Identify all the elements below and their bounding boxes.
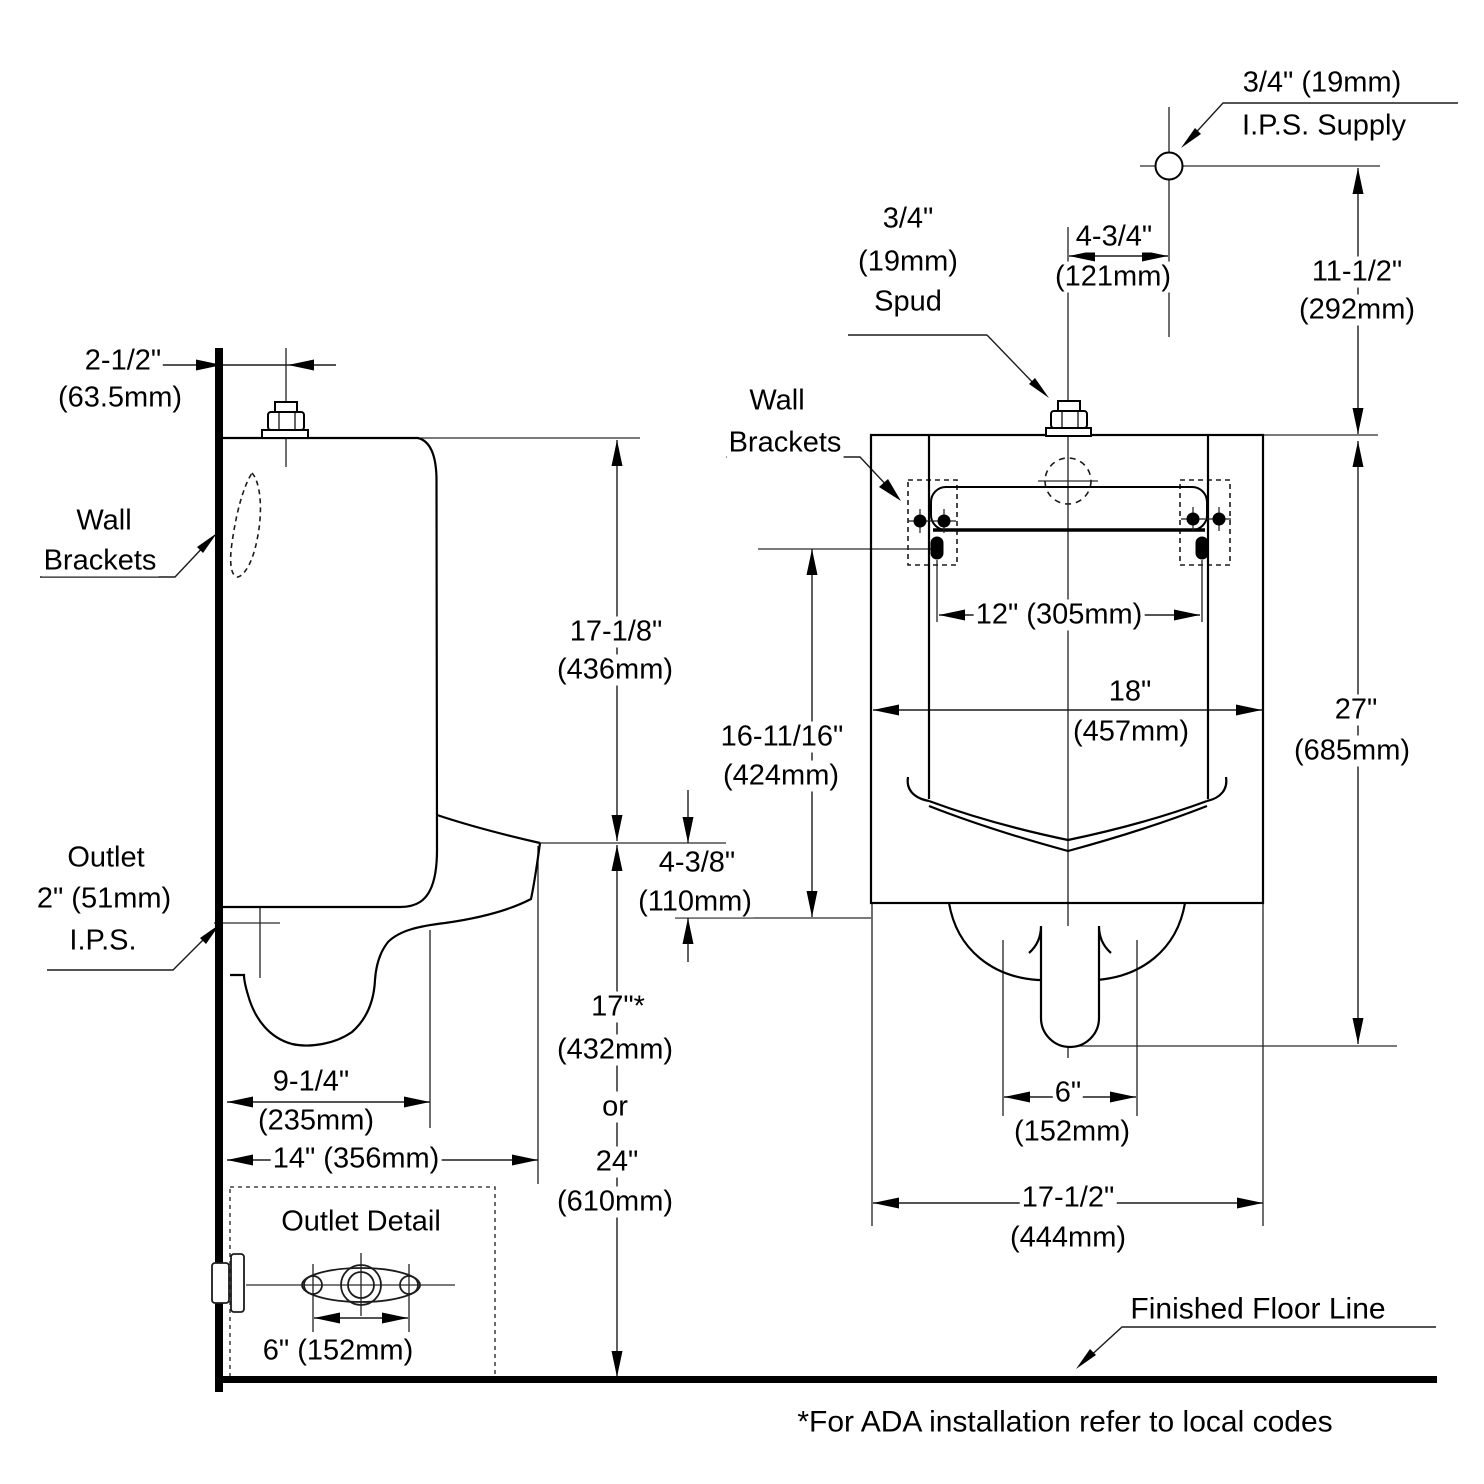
dim-supply-offset-in: 4-3/4"	[1073, 220, 1155, 253]
dim-body-depth-in: 9-1/4"	[270, 1065, 352, 1098]
spud-note-word: Spud	[872, 285, 944, 318]
dim-supply-offset-mm: (121mm)	[1052, 260, 1174, 293]
side-view	[223, 436, 542, 1047]
outlet-spout	[1028, 925, 1112, 1049]
wall-brackets-left-1: Wall	[74, 504, 134, 537]
wall-brackets-left-2: Brackets	[41, 544, 159, 577]
leader-lines	[40, 102, 1458, 1361]
dim-spud-setback-in: 2-1/2"	[82, 344, 164, 377]
bracket-box-left	[907, 479, 958, 566]
dim-lip-drop-in: 4-3/8"	[656, 846, 738, 879]
bracket-fasteners	[908, 507, 1231, 560]
dim-height-mm: (685mm)	[1291, 734, 1413, 767]
outlet-spout-mask	[1041, 926, 1099, 1047]
dim-rim-height-in2: 24"	[593, 1145, 641, 1178]
dim-outlet-bolts: 6" (152mm)	[260, 1334, 416, 1367]
dim-overall-depth: 14" (356mm)	[270, 1142, 442, 1175]
supply-note-size: 3/4" (19mm)	[1240, 66, 1404, 99]
dim-bracket-to-lip-mm: (424mm)	[720, 759, 842, 792]
outlet-note-3: I.P.S.	[67, 924, 139, 957]
dim-supply-height-in: 11-1/2"	[1309, 255, 1405, 288]
outlet-note-2: 2" (51mm)	[34, 882, 174, 915]
wall-line	[215, 348, 223, 1392]
finished-floor-label: Finished Floor Line	[1128, 1292, 1388, 1326]
floor-line	[215, 1376, 1437, 1383]
leader-arrows	[197, 128, 1201, 1369]
dim-bracket-width-in: 17-1/2"	[1019, 1181, 1117, 1214]
dim-outlet-width-in: 6"	[1052, 1076, 1084, 1109]
dim-slot-spacing: 12" (305mm)	[973, 598, 1145, 631]
supply-inlet-circle	[1154, 151, 1184, 181]
dim-spud-setback-mm: (63.5mm)	[55, 381, 185, 414]
dim-rim-height-in1: 17"*	[589, 990, 647, 1023]
supply-note-text: I.P.S. Supply	[1240, 109, 1408, 142]
ada-note: *For ADA installation refer to local cod…	[795, 1405, 1335, 1439]
supply-hole-dashed-circle	[1044, 457, 1092, 505]
bracket-box-right	[1179, 479, 1231, 566]
dim-supply-height-mm: (292mm)	[1296, 293, 1418, 326]
dim-rim-height-or: or	[600, 1090, 630, 1123]
dim-body-depth-mm: (235mm)	[255, 1104, 377, 1137]
dim-top-to-rim-mm: (436mm)	[554, 653, 676, 686]
side-bracket-dashed	[229, 471, 262, 578]
outlet-detail-flange	[211, 1253, 421, 1313]
front-view	[869, 433, 1265, 982]
dim-rim-height-mm1: (432mm)	[554, 1033, 676, 1066]
dim-width-in: 18"	[1106, 675, 1154, 708]
outlet-note-1: Outlet	[65, 841, 147, 874]
wall-brackets-right-2: Brackets	[726, 426, 844, 459]
dim-top-to-rim-in: 17-1/8"	[567, 615, 665, 648]
dim-outlet-width-mm: (152mm)	[1011, 1115, 1133, 1148]
dim-rim-height-mm2: (610mm)	[554, 1185, 676, 1218]
spud-note-size: 3/4"	[880, 202, 936, 235]
bracket-rail	[930, 486, 1208, 531]
dimension-arrows	[196, 168, 1364, 1377]
dim-bracket-width-mm: (444mm)	[1007, 1221, 1129, 1254]
spud-note-mm: (19mm)	[856, 245, 960, 278]
outlet-detail-title: Outlet Detail	[279, 1205, 443, 1238]
dim-height-in: 27"	[1332, 693, 1380, 726]
spud-front	[1045, 400, 1092, 437]
dim-lip-drop-mm: (110mm)	[636, 885, 754, 918]
dim-width-mm: (457mm)	[1070, 715, 1192, 748]
dim-bracket-to-lip-in: 16-11/16"	[718, 720, 846, 753]
spud-side	[261, 401, 309, 439]
wall-brackets-right-1: Wall	[747, 384, 807, 417]
